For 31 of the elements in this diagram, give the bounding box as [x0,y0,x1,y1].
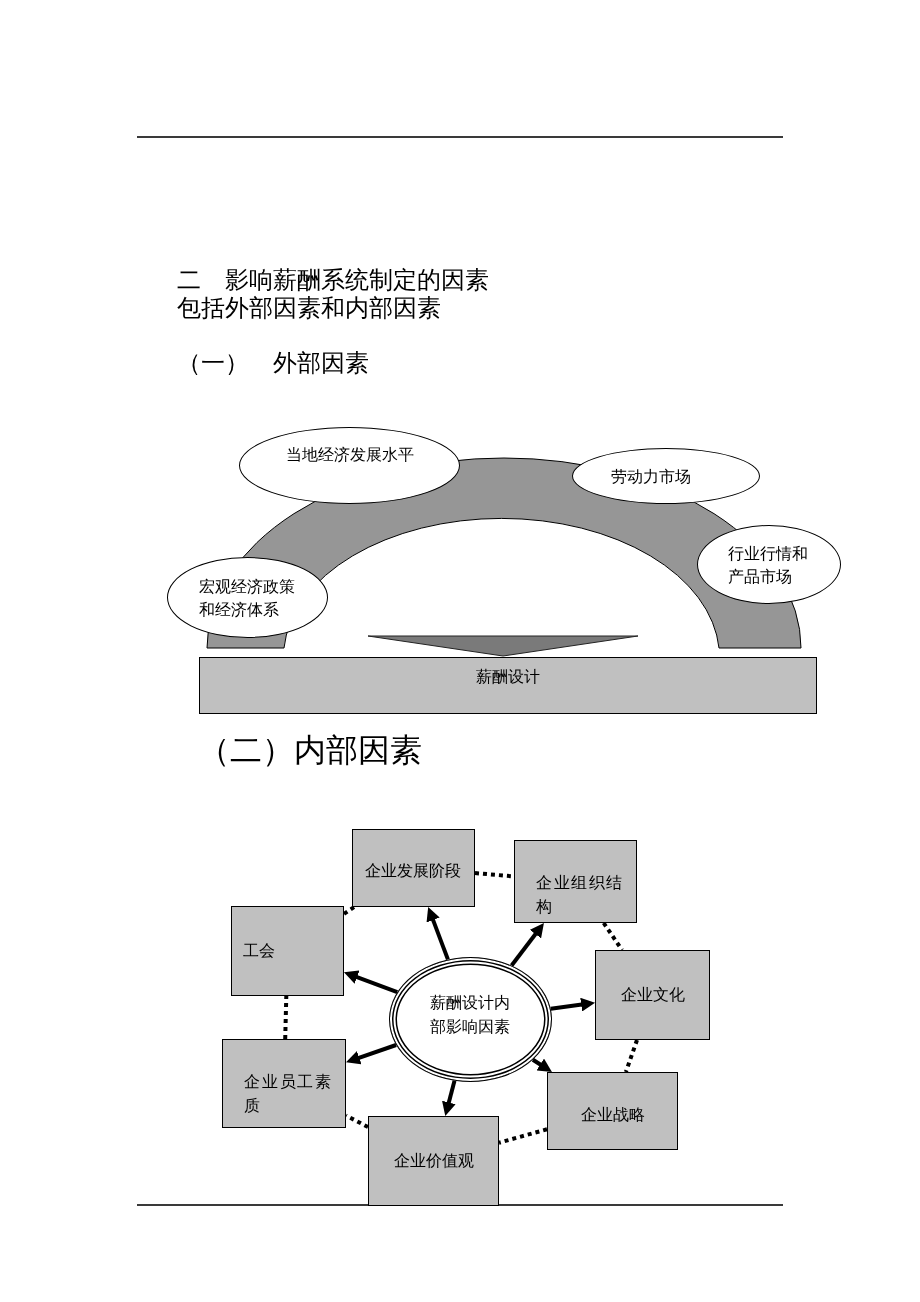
factor-box: 企业价值观 [368,1116,499,1206]
dotted-line [498,1127,548,1145]
dotted-line [342,905,356,916]
dotted-line [624,1039,639,1073]
factor-box: 企业员工素质 [222,1039,346,1128]
section-heading: （二）内部因素 [198,731,422,769]
ring-circle: 薪酬设计内部影响因素 [389,957,552,1082]
section-heading: （一） 外部因素 [177,349,369,378]
factor-ellipse: 劳动力市场 [572,448,760,504]
dotted-line [602,921,624,952]
dotted-line [283,995,289,1040]
arrow [442,1080,457,1116]
arrow [346,1043,397,1065]
factor-box: 企业战略 [547,1072,678,1150]
arrow [343,970,398,994]
factor-ellipse: 行业行情和产品市场 [697,525,841,604]
base-bar: 薪酬设计 [199,657,817,714]
body-text: 包括外部因素和内部因素 [177,294,441,323]
factor-box: 企业发展阶段 [352,829,475,907]
factor-ellipse: 宏观经济政策和经济体系 [167,557,328,638]
arrow [510,923,544,967]
factor-box: 企业文化 [595,950,710,1040]
factor-ellipse: 当地经济发展水平 [239,427,460,504]
page-heading: 二 影响薪酬系统制定的因素 [177,266,489,295]
factor-box: 工会 [231,906,344,996]
factor-box: 企业组织结构 [514,840,637,923]
arrow [426,906,450,961]
dotted-line [345,1113,369,1129]
wedge-arrow [367,635,639,657]
arrow [531,1058,552,1073]
arrow [550,997,596,1012]
